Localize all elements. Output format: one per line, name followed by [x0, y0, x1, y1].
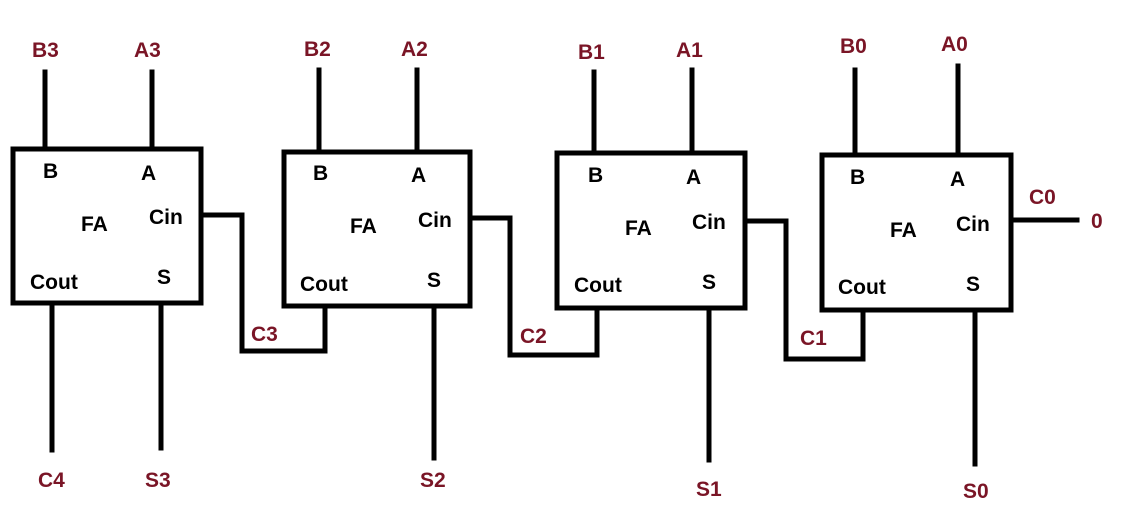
- port-cout-label: Cout: [30, 271, 78, 294]
- full-adder-block: [10, 146, 204, 306]
- full-adder-3: B A FA Cin Cout S B0 A0 C0 0 S0: [819, 33, 1103, 503]
- block-label: FA: [625, 217, 652, 240]
- port-s-label: S: [427, 269, 441, 292]
- full-adder-block: [819, 152, 1014, 313]
- sum-label-s2: S2: [420, 469, 446, 492]
- input-label-b2: B2: [304, 38, 331, 61]
- carry-wire-c3: [198, 212, 328, 354]
- input-label-a2: A2: [401, 38, 428, 61]
- port-cout-label: Cout: [300, 273, 348, 296]
- input-label-b3: B3: [32, 39, 59, 62]
- sum-label-s0: S0: [963, 480, 989, 503]
- port-b-label: B: [588, 164, 603, 187]
- block-label: FA: [890, 219, 917, 242]
- full-adder-block: [281, 149, 473, 309]
- port-b-label: B: [313, 162, 328, 185]
- input-label-a3: A3: [134, 39, 161, 62]
- port-cin-label: Cin: [149, 206, 183, 229]
- carry-wire-c1: [742, 218, 866, 362]
- port-cin-label: Cin: [692, 211, 726, 234]
- block-label: FA: [350, 215, 377, 238]
- port-b-label: B: [43, 160, 58, 183]
- port-cout-label: Cout: [838, 276, 886, 299]
- input-label-b0: B0: [840, 35, 867, 58]
- full-adder-block: [554, 150, 748, 311]
- port-a-label: A: [686, 166, 701, 189]
- carry-label-c3: C3: [251, 323, 278, 346]
- input-label-a0: A0: [941, 33, 968, 56]
- carry-label-c1: C1: [800, 327, 827, 350]
- port-s-label: S: [157, 266, 171, 289]
- port-a-label: A: [411, 164, 426, 187]
- port-a-label: A: [950, 168, 965, 191]
- input-label-b1: B1: [578, 41, 605, 64]
- full-adder-2: B A FA Cin Cout S B1 A1 S1: [554, 39, 748, 501]
- full-adder-1: B A FA Cin Cout S B2 A2 S2: [281, 38, 473, 492]
- sum-label-s3: S3: [145, 469, 171, 492]
- port-cout-label: Cout: [574, 274, 622, 297]
- carry-label-c2: C2: [520, 325, 547, 348]
- carry-in-label-c0: C0: [1029, 186, 1056, 209]
- port-a-label: A: [141, 162, 156, 185]
- full-adder-0: B A FA Cin Cout S B3 A3 C4 S3: [10, 39, 204, 492]
- port-b-label: B: [850, 166, 865, 189]
- port-s-label: S: [966, 273, 980, 296]
- carry-in-value: 0: [1091, 210, 1103, 233]
- port-s-label: S: [702, 271, 716, 294]
- port-cin-label: Cin: [956, 213, 990, 236]
- sum-label-s1: S1: [696, 478, 722, 501]
- carry-wire-c2: [467, 215, 600, 358]
- input-label-a1: A1: [676, 39, 703, 62]
- carry-out-label-c4: C4: [38, 469, 65, 492]
- port-cin-label: Cin: [418, 209, 452, 232]
- block-label: FA: [81, 213, 108, 236]
